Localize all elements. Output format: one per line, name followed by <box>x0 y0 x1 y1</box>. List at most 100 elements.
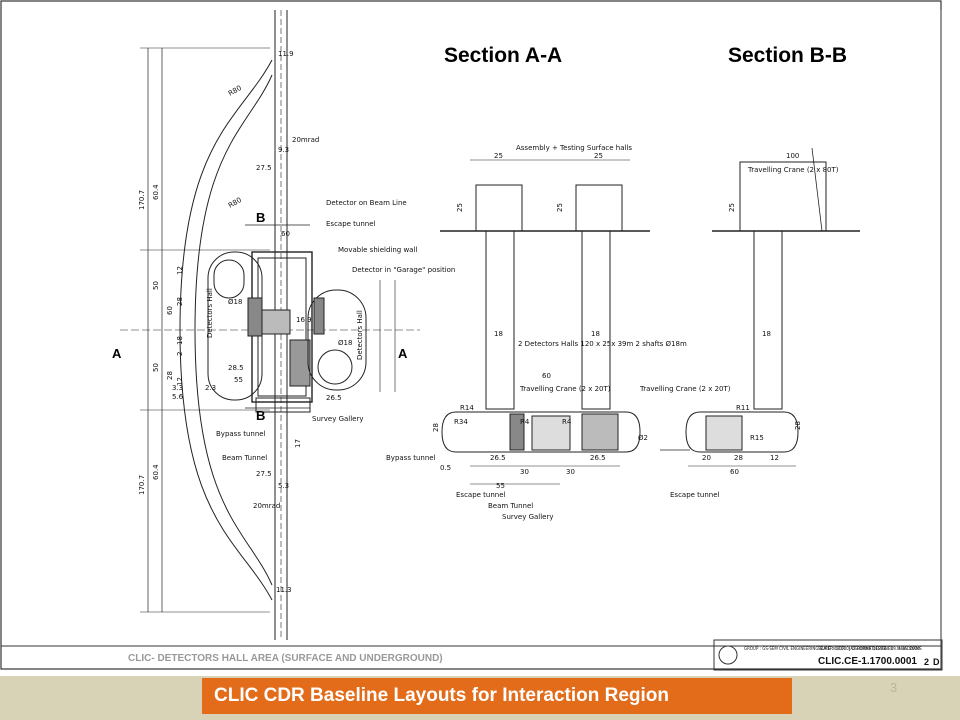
dim-18-shaft-left: 18 <box>494 330 503 338</box>
dim-0-5: 0.5 <box>440 464 451 472</box>
dim-55-plan: 55 <box>234 376 243 384</box>
surface-hall-left <box>475 184 523 232</box>
r11: R11 <box>736 404 750 412</box>
underground-hall-bb <box>685 411 799 453</box>
dim-25-c: 25 <box>456 203 464 212</box>
dim-11-3: 11.3 <box>276 586 292 594</box>
dim-60-4-top: 60.4 <box>152 184 160 200</box>
detector-bb <box>705 415 743 451</box>
label-beam-tunnel-plan: Beam Tunnel <box>222 454 267 462</box>
r15: R15 <box>750 434 764 442</box>
r80-mid: R80 <box>227 196 243 210</box>
dim-28-aa: 28 <box>432 423 440 432</box>
dim-26-5-b: 26.5 <box>590 454 606 462</box>
surface-hall-right <box>575 184 623 232</box>
dim-60-aa: 60 <box>542 372 551 380</box>
garage-detector <box>289 339 311 387</box>
bypass-tunnel-inner <box>194 74 273 586</box>
shaft-bb <box>753 230 783 410</box>
marker-a-left: A <box>112 346 122 361</box>
r4-a: R4 <box>562 418 572 426</box>
label-crane-aa: Travelling Crane (2 x 20T) <box>519 385 611 393</box>
dim-30-b: 30 <box>566 468 575 476</box>
phi2: Ø2 <box>638 434 648 442</box>
section-bb-heading: Section B-B <box>728 44 847 67</box>
shield-left-aa <box>509 413 525 451</box>
label-detector-on-beam: Detector on Beam Line <box>326 199 407 207</box>
detector-on-beam <box>261 309 291 335</box>
dim-170-7-top: 170.7 <box>138 190 146 210</box>
title-group: GROUP : GS-SEM CIVIL ENGINEERING SUPERVI… <box>744 646 922 651</box>
label-escape-tunnel-bb: Escape tunnel <box>670 491 720 499</box>
dim-25-b: 25 <box>594 152 603 160</box>
drawing-rev: 2 <box>924 657 929 667</box>
shaft-left-aa <box>485 230 515 410</box>
page-number: 3 <box>890 680 898 695</box>
dim-26-5: 26.5 <box>326 394 342 402</box>
dim-5-3: 5.3 <box>278 482 289 490</box>
dim-60-4-bottom: 60.4 <box>152 464 160 480</box>
dim-27-5-bottom: 27.5 <box>256 470 272 478</box>
dim-60-a: 60 <box>166 306 174 315</box>
label-halls-note: 2 Detectors Halls 120 x 25x 39m 2 shafts… <box>518 340 687 348</box>
dim-28-bb-a: 28 <box>734 454 743 462</box>
survey-gallery-plan <box>255 397 311 413</box>
section-bb-drawing <box>660 147 860 467</box>
label-escape-tunnel-plan: Escape tunnel <box>326 220 376 228</box>
marker-a-right: A <box>398 346 408 361</box>
detector-aa <box>531 415 571 451</box>
label-survey-gallery-aa: Survey Gallery <box>502 513 554 521</box>
dim-50-top: 50 <box>152 281 160 290</box>
dim-9-3: 9.3 <box>278 146 289 154</box>
footer-title-banner: CLIC CDR Baseline Layouts for Interactio… <box>202 678 792 714</box>
plan-view <box>120 10 420 640</box>
section-aa-heading: Section A-A <box>444 44 562 67</box>
drawing-svg: Section A-A Section B-B <box>0 0 943 671</box>
label-bypass-tunnel-plan: Bypass tunnel <box>216 430 266 438</box>
dim-28-bb-b: 28 <box>794 421 802 430</box>
dim-26-5-a: 26.5 <box>490 454 506 462</box>
label-bypass-tunnel-aa: Bypass tunnel <box>386 454 436 462</box>
dim-28-a: 28 <box>176 297 184 306</box>
title-block: CLIC- DETECTORS HALL AREA (SURFACE AND U… <box>1 639 943 671</box>
dim-30-a: 30 <box>520 468 529 476</box>
drawing-title: CLIC- DETECTORS HALL AREA (SURFACE AND U… <box>128 653 443 664</box>
dim-55-aa: 55 <box>496 482 505 490</box>
dim-18-shaft-right: 18 <box>591 330 600 338</box>
dim-16-9: 16.9 <box>296 316 312 324</box>
dim-2-3: 2.3 <box>205 384 216 392</box>
dim-18-a: 18 <box>176 336 184 345</box>
plan-texts: 11.9 9.3 27.5 60 16.9 20mrad 20mrad R80 … <box>138 50 455 594</box>
r34: R34 <box>454 418 468 426</box>
dim-25-d: 25 <box>556 203 564 212</box>
cern-logo-icon <box>718 645 738 665</box>
drawing-number: CLIC.CE-1.1700.0001 <box>818 656 917 667</box>
label-movable-wall: Movable shielding wall <box>338 246 417 254</box>
r14: R14 <box>460 404 474 412</box>
phi18-left: Ø18 <box>228 298 242 306</box>
shaft-right-aa <box>581 230 611 410</box>
dim-20-bb: 20 <box>702 454 711 462</box>
section-aa-texts: Assembly + Testing Surface halls 25 25 2… <box>386 144 687 521</box>
dim-2: 2 <box>176 352 184 356</box>
label-survey-gallery-plan: Survey Gallery <box>312 415 364 423</box>
right-shield-block <box>313 297 325 335</box>
dim-100: 100 <box>786 152 799 160</box>
r4-b: R4 <box>520 418 530 426</box>
drawing-size: D <box>933 657 940 667</box>
right-hall-outline <box>307 289 367 391</box>
label-escape-tunnel-aa: Escape tunnel <box>456 491 506 499</box>
left-detector-block <box>247 297 263 337</box>
dim-50-bottom: 50 <box>152 363 160 372</box>
r80-top: R80 <box>227 84 243 98</box>
left-shaft-top <box>213 259 245 299</box>
dim-3-3: 3.3 <box>172 384 183 392</box>
crane-arrow-bb <box>811 147 823 232</box>
phi18-right: Ø18 <box>338 339 352 347</box>
engineering-drawing: Section A-A Section B-B <box>0 0 943 671</box>
dim-12-b: 12 <box>176 377 184 386</box>
dim-60-plan: 60 <box>281 230 290 238</box>
dim-25-bb: 25 <box>728 203 736 212</box>
dim-12-bb: 12 <box>770 454 779 462</box>
